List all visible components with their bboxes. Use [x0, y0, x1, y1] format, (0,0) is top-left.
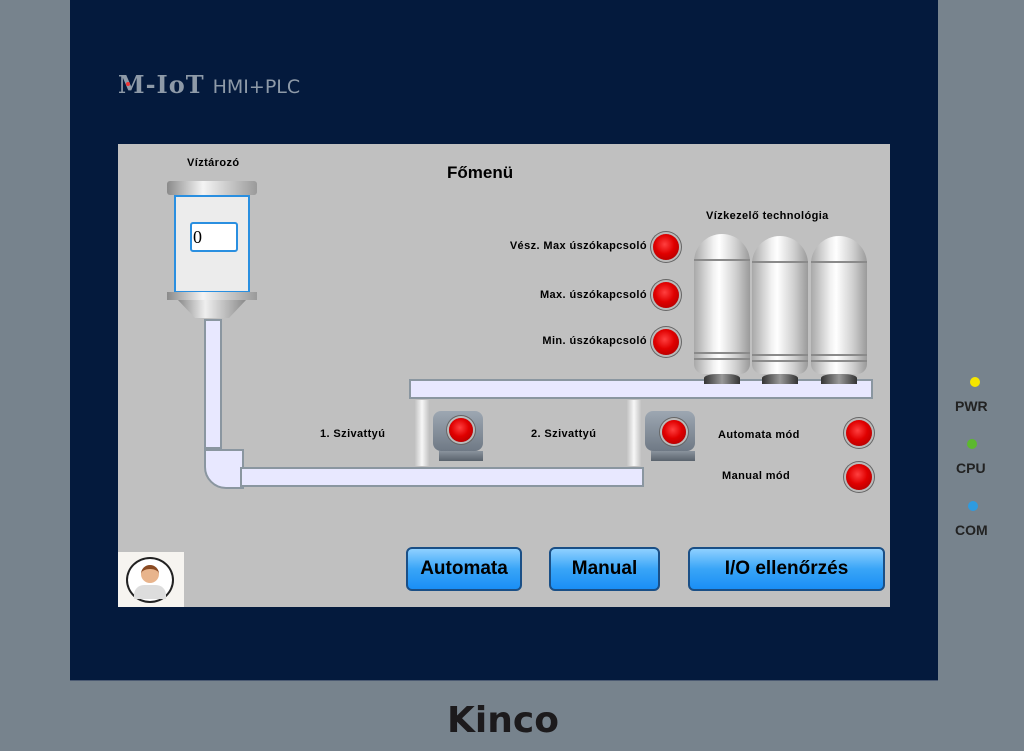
upper-pipe: [409, 379, 873, 399]
pwr-led-icon: [970, 377, 980, 387]
manual-mode-label: Manual mód: [722, 470, 791, 482]
cpu-led-icon: [967, 439, 977, 449]
manufacturer-logo: Kinco: [447, 700, 559, 741]
float-switch-emergency-max-indicator: [653, 234, 679, 260]
author-avatar: [118, 552, 184, 607]
treatment-vessel: [694, 234, 750, 384]
avatar-face-icon: [126, 557, 174, 603]
reservoir-label: Víztározó: [187, 157, 240, 169]
lower-pipe: [240, 467, 644, 487]
hmi-screen: Víztározó 0 Főmenü Vízkezelő technológia…: [118, 144, 890, 607]
pump-base: [439, 451, 483, 461]
pump-base: [651, 451, 695, 461]
valve-icon: [626, 400, 642, 466]
float-switch-label: Vész. Max úszókapcsoló: [509, 240, 647, 252]
automata-button[interactable]: Automata: [406, 547, 522, 591]
tank-hopper: [178, 300, 246, 318]
float-switch-label: Min. úszókapcsoló: [542, 335, 647, 347]
io-check-button[interactable]: I/O ellenőrzés: [688, 547, 885, 591]
com-led-icon: [968, 501, 978, 511]
pipe-elbow: [204, 449, 244, 489]
brand-subtitle: HMI+PLC: [212, 76, 301, 98]
tank-lid: [167, 181, 257, 195]
pump-1-status-indicator: [449, 418, 473, 442]
manual-mode-indicator: [846, 464, 872, 490]
valve-icon: [414, 400, 430, 466]
manual-button[interactable]: Manual: [549, 547, 660, 591]
pwr-led-label: PWR: [955, 398, 988, 414]
pump-2-status-indicator: [662, 420, 686, 444]
tank-bottom-rim: [167, 292, 257, 300]
float-switch-max-indicator: [653, 282, 679, 308]
com-led-label: COM: [955, 522, 988, 538]
vertical-pipe: [204, 319, 222, 449]
reservoir-level-input[interactable]: 0: [190, 222, 238, 252]
automatic-mode-label: Automata mód: [718, 429, 800, 441]
brand-logo: M-IoT HMI+PLC: [118, 70, 300, 99]
pump-1-label: 1. Szivattyú: [320, 428, 386, 440]
m-iot-logo: M-IoT: [118, 70, 205, 99]
page-title: Főmenü: [447, 163, 514, 182]
logo-red-dot-icon: [126, 82, 130, 86]
cpu-led-label: CPU: [956, 460, 986, 476]
pump-2-label: 2. Szivattyú: [531, 428, 597, 440]
treatment-vessel: [811, 236, 867, 384]
float-switch-min-indicator: [653, 329, 679, 355]
automatic-mode-indicator: [846, 420, 872, 446]
float-switch-label: Max. úszókapcsoló: [539, 289, 647, 301]
treatment-label: Vízkezelő technológia: [706, 210, 829, 222]
treatment-vessel: [752, 236, 808, 384]
